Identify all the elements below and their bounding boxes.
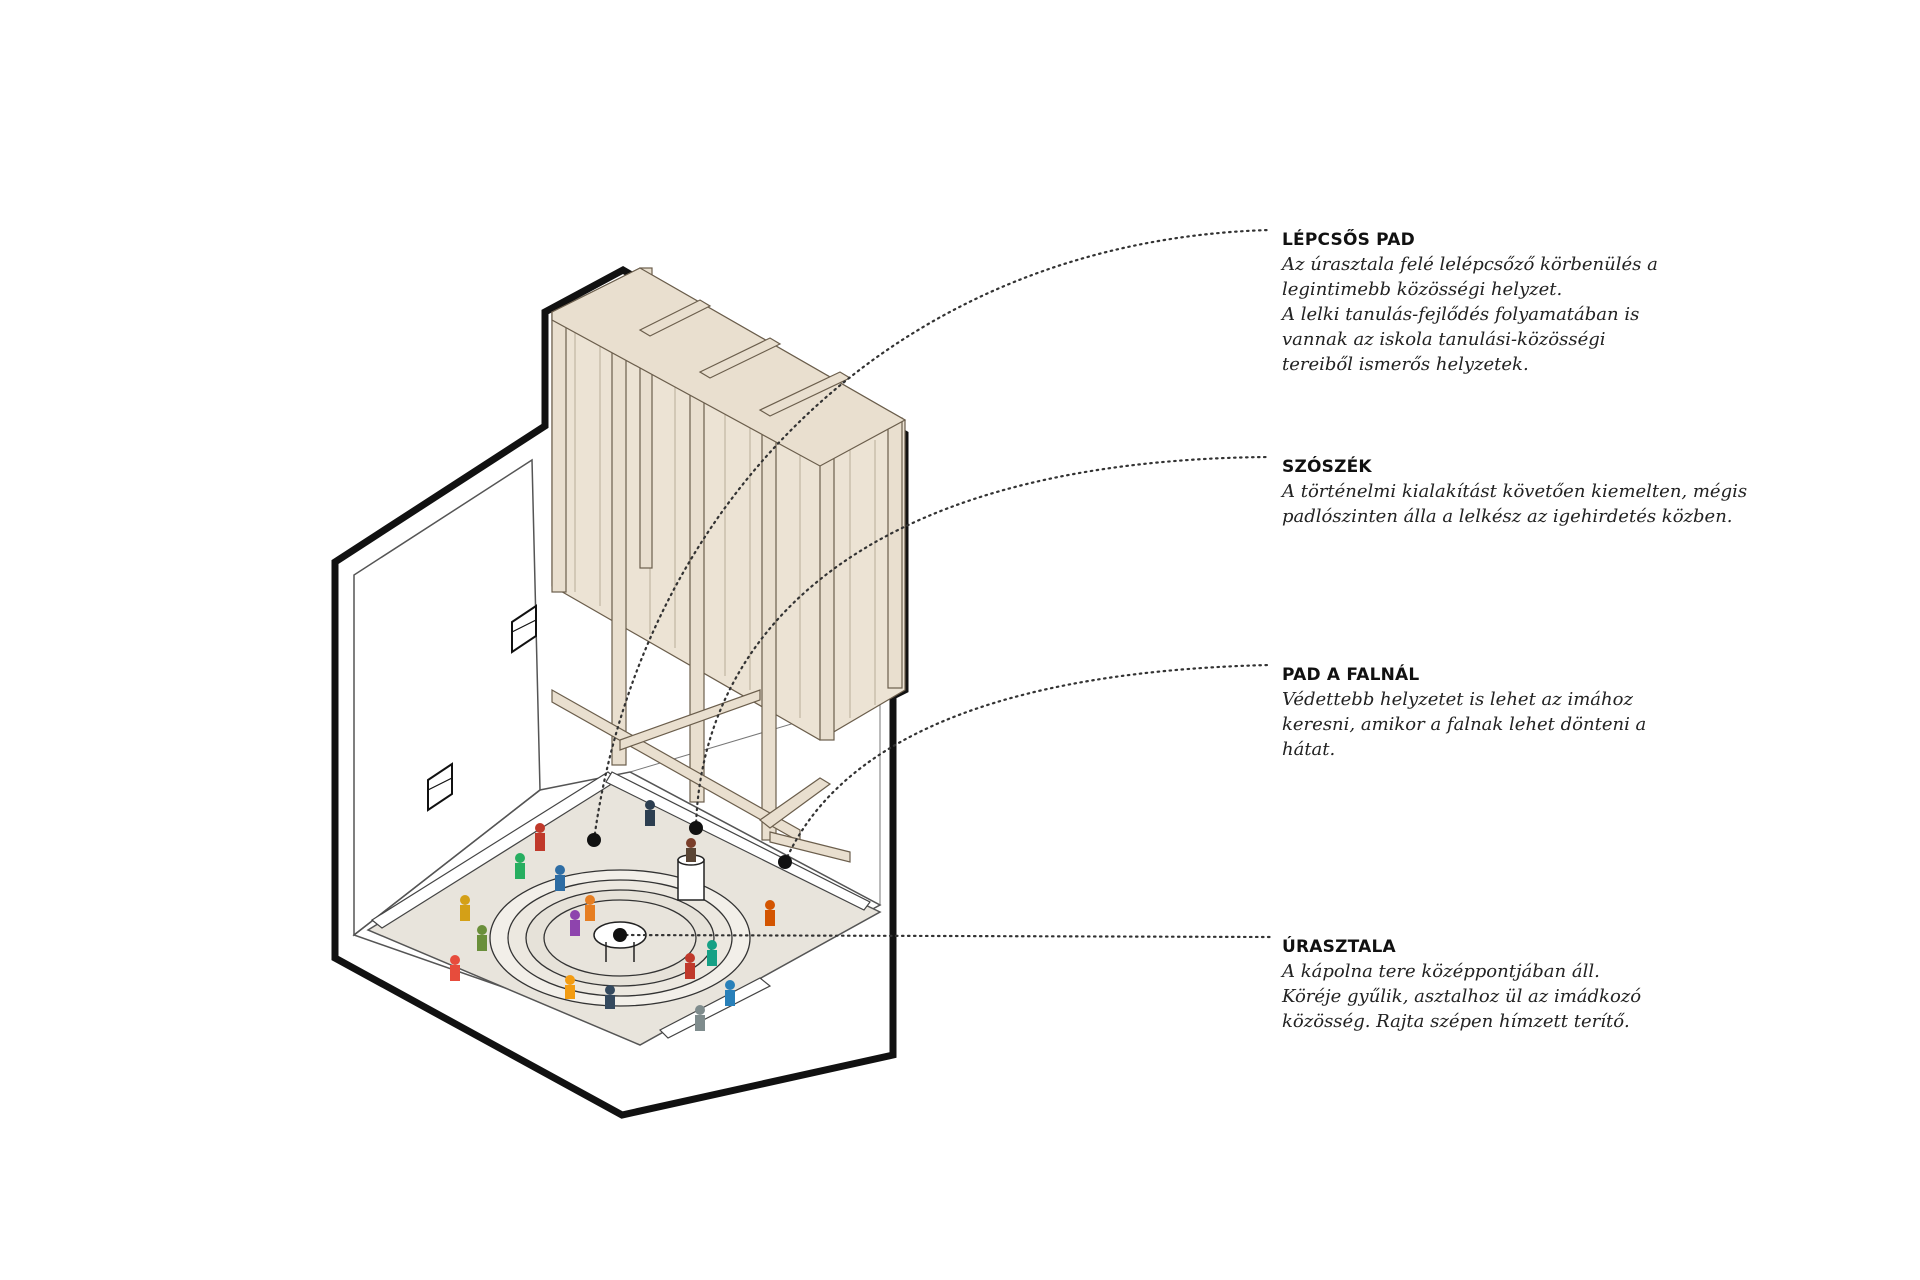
leader-line-urasztala (618, 933, 1272, 939)
annotation-line: tereiből ismerős helyzetek. (1282, 354, 1529, 375)
annotation-title: PAD A FALNÁL (1282, 665, 1420, 685)
annotation-line: Védettebb helyzetet is lehet az imához (1282, 689, 1633, 710)
annotation-line: keresni, amikor a falnak lehet dönteni a (1282, 714, 1647, 735)
annotation-line: A történelmi kialakítást követően kiemel… (1282, 481, 1748, 502)
annotation-body: Védettebb helyzetet is lehet az imához k… (1282, 687, 1842, 762)
anchor-dot-szoszek (689, 821, 703, 835)
annotation-line: vannak az iskola tanulási-közösségi (1282, 329, 1606, 350)
annotation-line: padlószinten álla a lelkész az igehirdet… (1282, 506, 1733, 527)
anchor-dot-urasztala (613, 928, 627, 942)
annotation-body: A történelmi kialakítást követően kiemel… (1282, 479, 1842, 529)
annotation-line: legintimebb közösségi helyzet. (1282, 279, 1563, 300)
leader-line-pad-a-falnal (783, 663, 1272, 864)
annotation-pad-a-falnal: PAD A FALNÁL Védettebb helyzetet is lehe… (1282, 665, 1842, 762)
annotation-title: SZÓSZÉK (1282, 457, 1372, 477)
annotation-urasztala: ÚRASZTALA A kápolna tere középpontjában … (1282, 937, 1842, 1034)
people (450, 800, 775, 1031)
annotation-line: hátat. (1282, 739, 1336, 760)
window-upper (511, 604, 537, 654)
annotation-lepcsos-pad: LÉPCSŐS PAD Az úrasztala felé lelépcsőző… (1282, 230, 1842, 377)
annotation-line: Az úrasztala felé lelépcsőző körbenülés … (1282, 254, 1658, 275)
annotation-body: Az úrasztala felé lelépcsőző körbenülés … (1282, 252, 1842, 377)
annotation-line: közösség. Rajta szépen hímzett terítő. (1282, 1011, 1630, 1032)
anchor-dot-pad-a-falnal (778, 855, 792, 869)
anchor-dots (587, 821, 792, 942)
annotation-body: A kápolna tere középpontjában áll. Köréj… (1282, 959, 1842, 1034)
annotation-line: Köréje gyűlik, asztalhoz ül az imádkozó (1282, 986, 1642, 1007)
leader-line-szoszek (694, 455, 1272, 830)
leader-lines (592, 228, 1272, 939)
annotation-title: ÚRASZTALA (1282, 937, 1396, 957)
annotation-title: LÉPCSŐS PAD (1282, 230, 1415, 250)
annotation-szoszek: SZÓSZÉK A történelmi kialakítást követőe… (1282, 457, 1842, 529)
annotation-line: A kápolna tere középpontjában áll. (1282, 961, 1600, 982)
anchor-dot-lepcsos-pad (587, 833, 601, 847)
pulpit (677, 838, 705, 901)
timber-tower (551, 267, 907, 863)
window-lower (427, 762, 453, 812)
annotation-line: A lelki tanulás-fejlődés folyamatában is (1282, 304, 1640, 325)
